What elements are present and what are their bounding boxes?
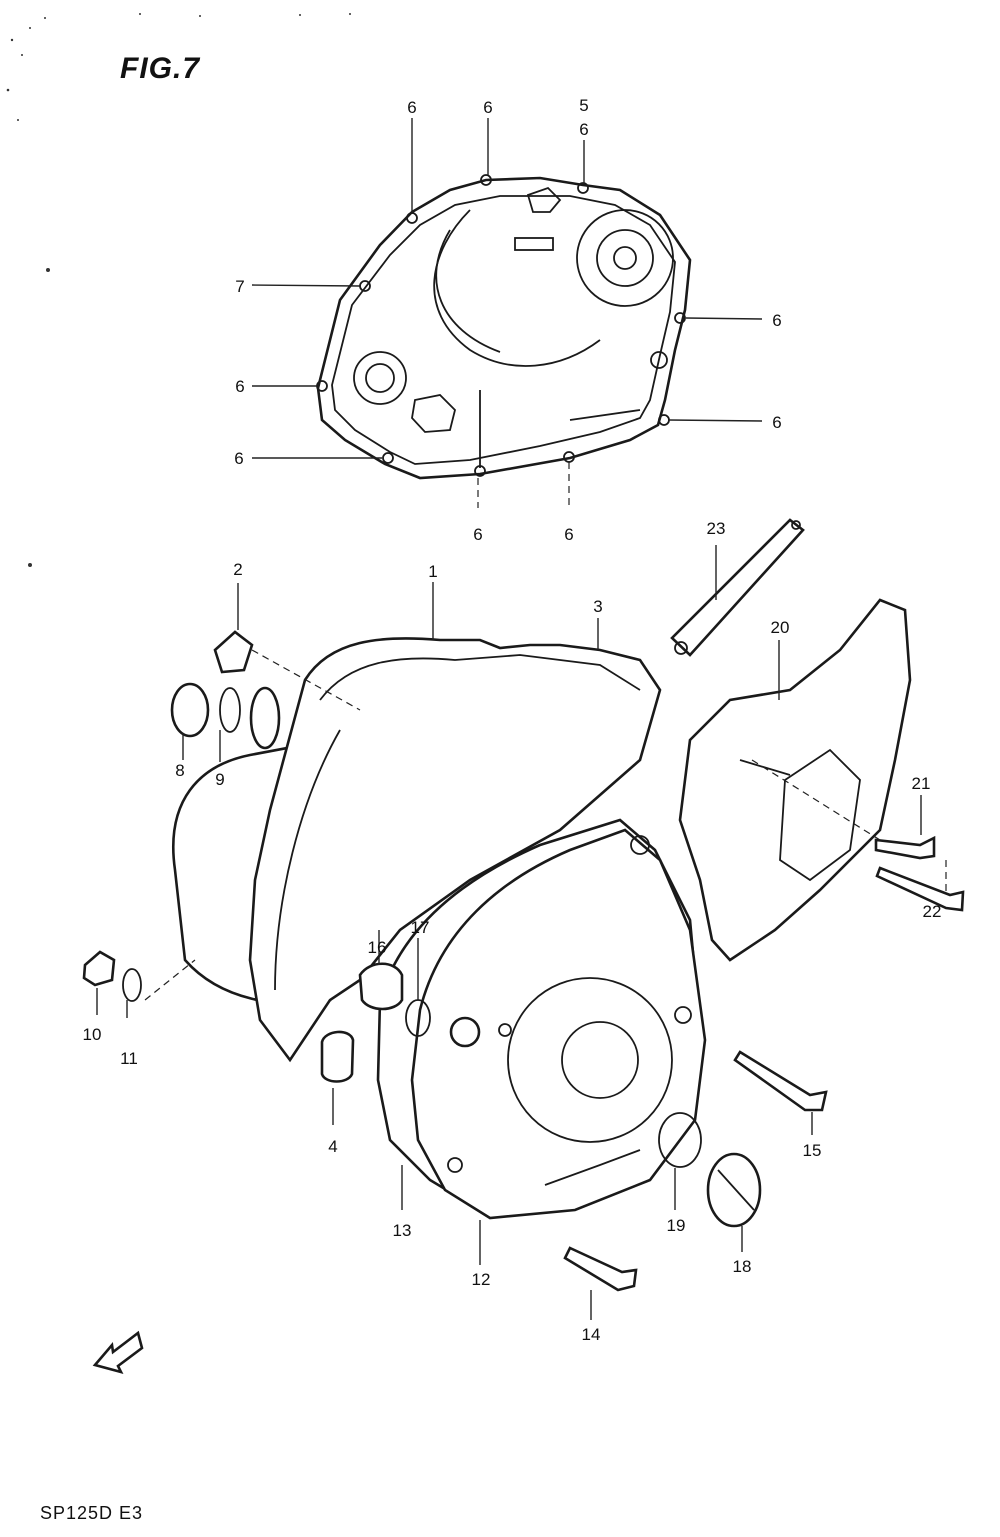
label-13: 13 <box>393 1221 412 1240</box>
label-6-h: 6 <box>772 311 781 330</box>
label-3: 3 <box>593 597 602 616</box>
dowel-pin-4 <box>320 1030 355 1083</box>
label-9: 9 <box>215 770 224 789</box>
plug-16 <box>358 962 404 1011</box>
scan-noise <box>6 13 351 567</box>
label-19: 19 <box>667 1216 686 1235</box>
label-5: 5 <box>579 96 588 115</box>
label-6-i: 6 <box>772 413 781 432</box>
crankcase-cover-assembly <box>82 518 965 1292</box>
bolt-22 <box>875 866 965 912</box>
leader-lines <box>96 118 947 1320</box>
label-11: 11 <box>120 1049 138 1068</box>
label-10: 10 <box>83 1025 102 1044</box>
drain-plug-10 <box>82 950 116 987</box>
o-ring-9 <box>219 687 241 733</box>
label-21: 21 <box>912 774 931 793</box>
sprocket-cover-20 <box>678 598 912 962</box>
label-22: 22 <box>923 902 942 921</box>
fwd-arrow: FWD <box>92 1330 144 1375</box>
chain-guide-strap-23 <box>670 518 805 657</box>
crankcase-cover-1 <box>248 637 662 1063</box>
oil-plug-2 <box>213 630 254 674</box>
label-6-b: 6 <box>483 98 492 117</box>
bolt-14 <box>563 1246 638 1292</box>
clutch-cover-outline <box>316 176 692 480</box>
gasket-11 <box>122 968 142 1002</box>
label-16: 16 <box>368 938 387 957</box>
label-6-d: 6 <box>235 377 244 396</box>
label-2: 2 <box>233 560 242 579</box>
label-12: 12 <box>472 1270 491 1289</box>
label-6-f: 6 <box>473 525 482 544</box>
label-6-c: 6 <box>579 120 588 139</box>
bolt-15 <box>733 1050 828 1112</box>
cap-18 <box>706 1152 762 1228</box>
cap-8 <box>170 682 210 738</box>
label-4: 4 <box>328 1137 337 1156</box>
label-8: 8 <box>175 761 184 780</box>
label-15: 15 <box>803 1141 822 1160</box>
part-number-labels: 6 6 5 6 7 6 6 6 6 6 6 1 2 3 23 20 21 22 … <box>83 96 942 1344</box>
label-6-e: 6 <box>234 449 243 468</box>
label-1: 1 <box>428 562 437 581</box>
figure-title: FIG.7 <box>120 52 201 85</box>
label-23: 23 <box>707 519 726 538</box>
label-20: 20 <box>771 618 790 637</box>
generator-cover-12 <box>410 828 707 1220</box>
o-ring-19 <box>658 1112 702 1168</box>
oil-seal <box>249 686 281 750</box>
clutch-cover-assembly <box>316 174 692 480</box>
model-code: SP125D E3 <box>40 1503 144 1523</box>
label-7: 7 <box>235 277 244 296</box>
label-6-g: 6 <box>564 525 573 544</box>
label-17: 17 <box>411 918 430 937</box>
label-6-a: 6 <box>407 98 416 117</box>
bolt-21 <box>874 835 936 860</box>
label-18: 18 <box>733 1257 752 1276</box>
label-14: 14 <box>582 1325 601 1344</box>
